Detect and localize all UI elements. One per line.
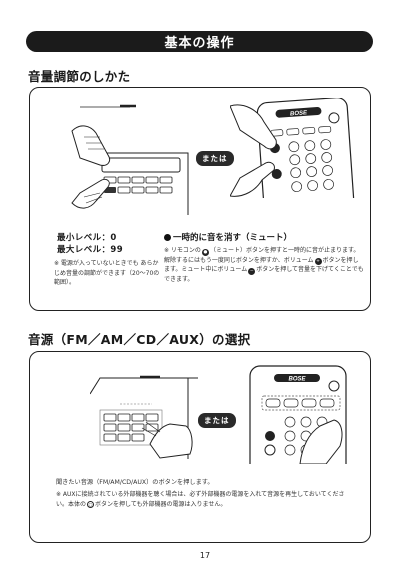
remote-brand-logo: BOSE <box>290 110 308 117</box>
or-badge-source: または <box>198 413 236 428</box>
bullet-icon <box>164 233 171 241</box>
remote-volume-illustration: BOSE <box>230 98 355 198</box>
mute-heading-text: 一時的に音を消す（ミュート） <box>173 233 293 243</box>
or-badge-volume: または <box>196 151 234 166</box>
page-number: 17 <box>199 551 211 560</box>
remote-source-illustration: BOSE <box>249 365 347 464</box>
mute-note-part-1: ※ リモコンの <box>164 247 201 254</box>
aux-note-part-2: ボタンを押しても外部機器の電源は入りません。 <box>95 500 227 508</box>
power-key-icon: ○ <box>87 501 95 509</box>
min-level-label: 最小レベル：0 <box>57 233 117 243</box>
source-panel: または BOSE 聞きたい音源（FM/AM/CD/AUX）のボタンを押します。 … <box>29 351 371 543</box>
section-title-source: 音源（FM／AM／CD／AUX）の選択 <box>28 332 251 347</box>
volume-down-key-icon: − <box>248 267 256 275</box>
volume-panel: または BOSE 最小レベル：0 最大レベル：99 ※ 電源が入っていないときで… <box>29 87 371 311</box>
mute-note: ※ リモコンの●（ミュート）ボタンを押すと一時的に音が止まります。解除するにはも… <box>164 246 364 284</box>
unit-source-illustration <box>90 375 198 459</box>
aux-note-part-1: ※ AUXに接続されている外部機器を聴く場合は、必ず外部機器の電源を入れて音源を… <box>56 491 345 508</box>
page-banner: 基本の操作 <box>26 31 373 52</box>
volume-note: ※ 電源が入っていないときでも あらかじめ音量の調節ができます（20〜70の範囲… <box>54 260 160 287</box>
mute-note-part-3: ボタンを押します。ミュート中にボリューム <box>164 256 359 274</box>
section-title-volume: 音量調節のしかた <box>28 69 131 84</box>
mute-heading: 一時的に音を消す（ミュート） <box>164 231 292 243</box>
aux-note: ※ AUXに接続されている外部機器を聴く場合は、必ず外部機器の電源を入れて音源を… <box>56 490 346 509</box>
volume-up-key-icon: + <box>314 258 322 266</box>
unit-volume-illustration <box>71 104 189 215</box>
mute-key-icon: ● <box>201 248 209 256</box>
mute-note-part-4: ボタンを押して音量を下げてくことでもできます。 <box>164 266 364 283</box>
max-level-label: 最大レベル：99 <box>57 245 124 255</box>
source-instruction: 聞きたい音源（FM/AM/CD/AUX）のボタンを押します。 <box>56 479 214 486</box>
mute-note-part-2: （ミュート）ボタンを押すと一時的に音が止まります。解除するにはもう一度同じボタン… <box>164 247 360 264</box>
remote-brand-logo-2: BOSE <box>288 377 306 383</box>
